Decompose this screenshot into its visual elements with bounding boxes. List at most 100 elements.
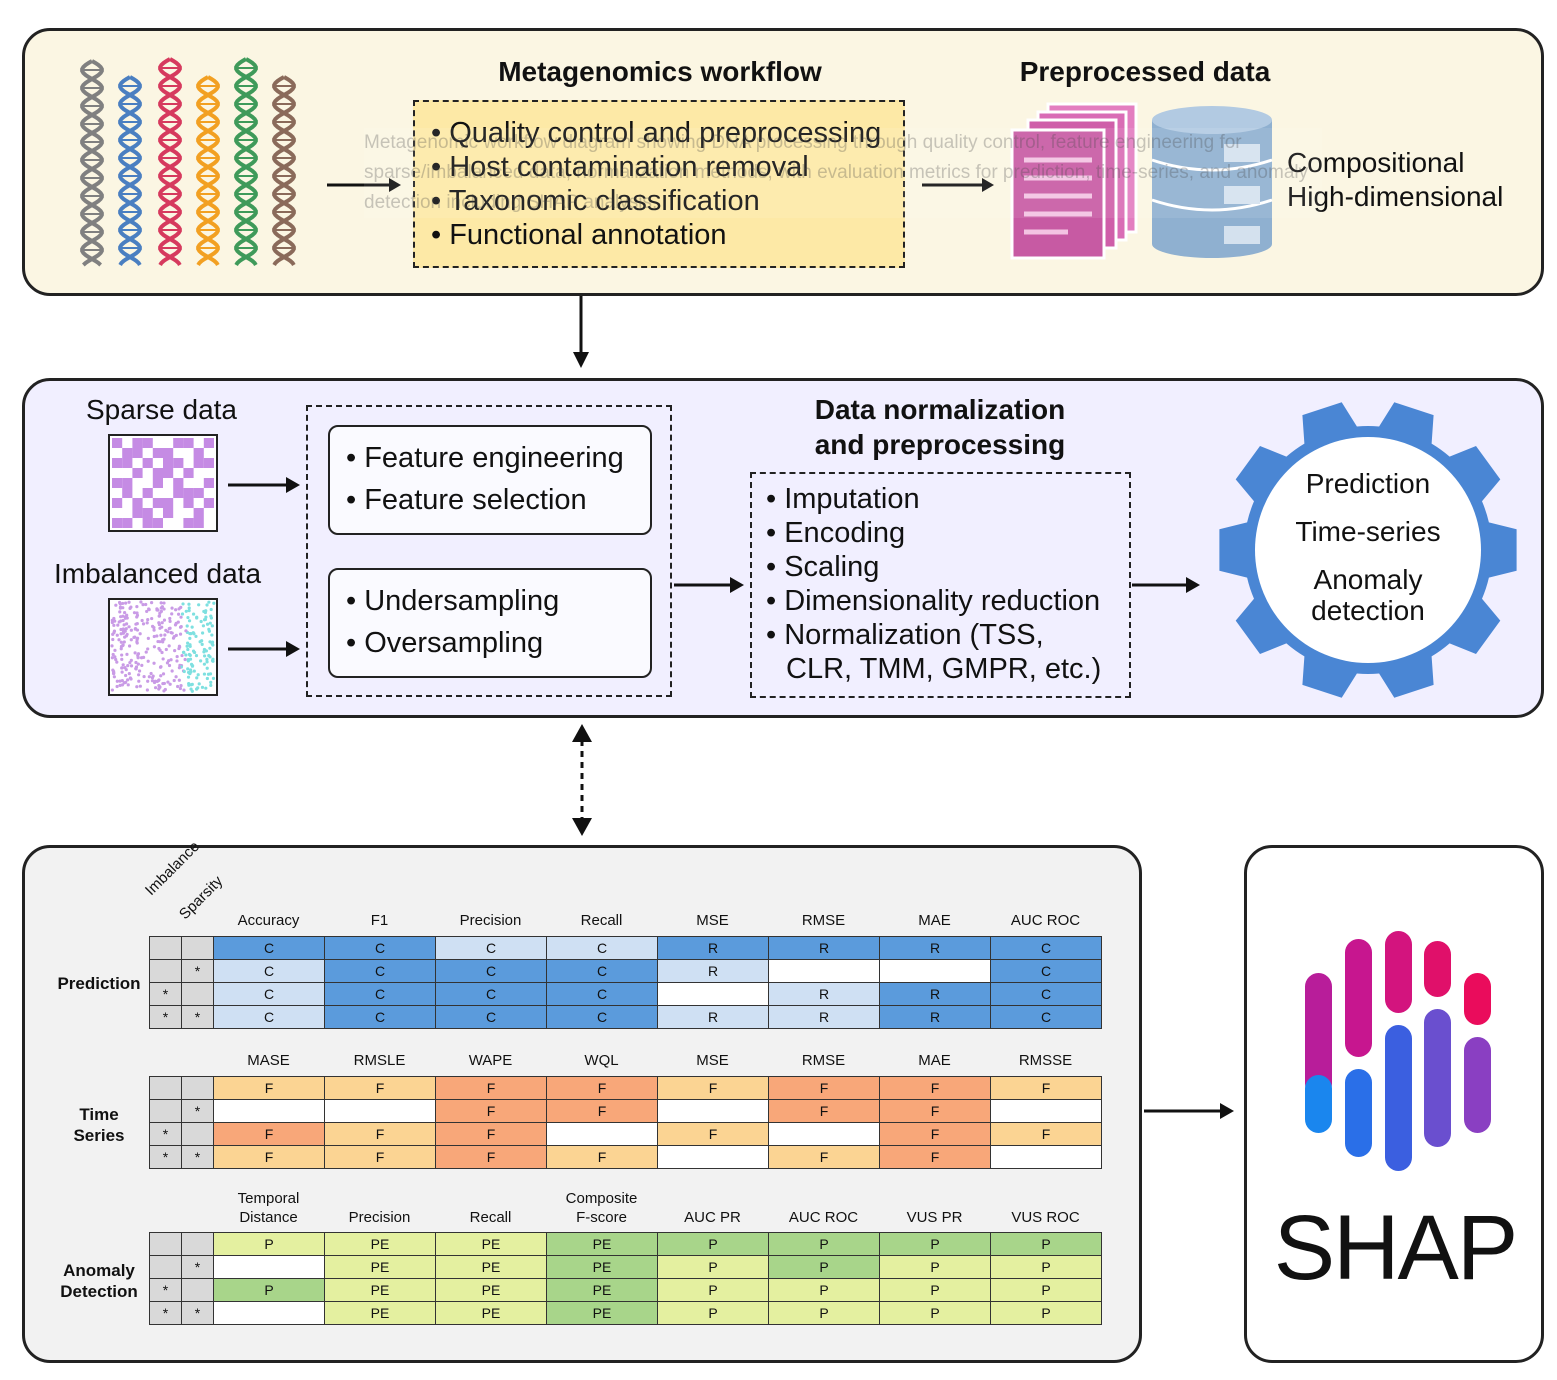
scatter-point <box>140 663 144 668</box>
dna-strand-icon <box>272 75 296 267</box>
metric-cell <box>657 1099 769 1123</box>
sparse-cell <box>122 488 133 498</box>
scatter-point <box>152 634 156 639</box>
scatter-point <box>153 679 158 683</box>
workflow-step: Host contamination removal <box>431 150 903 184</box>
scatter-point <box>180 612 185 616</box>
scatter-point <box>160 650 164 655</box>
anomaly-column-header: VUS ROC <box>1011 1209 1080 1226</box>
metric-cell <box>768 959 880 983</box>
imbalance-flag-cell: * <box>149 1005 182 1029</box>
scatter-point <box>202 672 207 676</box>
metric-cell: F <box>879 1099 991 1123</box>
sparsity-flag-cell: * <box>181 1145 214 1169</box>
scatter-point <box>191 612 196 616</box>
scatter-point <box>159 609 164 613</box>
metric-cell: P <box>657 1232 769 1256</box>
metric-cell: P <box>879 1301 991 1325</box>
scatter-point <box>209 614 213 618</box>
sparse-cell <box>112 478 123 488</box>
timeseries-column-header: RMSLE <box>353 1052 406 1069</box>
sparse-cell <box>163 458 174 468</box>
metric-cell: R <box>768 982 880 1006</box>
scatter-point <box>184 653 188 657</box>
scatter-point <box>168 619 172 623</box>
metric-cell <box>768 1122 880 1146</box>
scatter-point <box>170 606 174 610</box>
sparse-cell <box>183 468 194 478</box>
sparse-cell <box>112 518 123 528</box>
normalization-box: Imputation Encoding Scaling Dimensionali… <box>750 472 1131 698</box>
sparsity-flag-cell <box>181 1278 214 1302</box>
metric-cell: PE <box>324 1232 436 1256</box>
scatter-point <box>186 659 190 663</box>
sparse-cell <box>132 448 143 458</box>
dna-strand-icon <box>158 57 182 267</box>
scatter-point <box>195 676 199 680</box>
scatter-point <box>172 678 176 683</box>
metric-cell: R <box>657 936 769 960</box>
scatter-point <box>145 621 149 625</box>
metric-cell: PE <box>546 1278 658 1302</box>
metric-cell: P <box>768 1301 880 1325</box>
sparse-cell <box>122 478 133 488</box>
metric-cell: C <box>213 1005 325 1029</box>
metric-cell: R <box>879 1005 991 1029</box>
scatter-point <box>186 675 191 679</box>
scatter-point <box>129 605 133 609</box>
sparsity-flag-cell: * <box>181 959 214 983</box>
imbalanced-data-label: Imbalanced data <box>54 558 262 589</box>
metric-cell: F <box>213 1122 325 1146</box>
scatter-point <box>121 618 125 623</box>
sparse-cell <box>193 508 204 518</box>
scatter-point <box>159 606 163 610</box>
sparse-cell <box>142 458 153 468</box>
scatter-point <box>121 631 126 635</box>
anomaly-column-header: Recall <box>469 1209 512 1226</box>
scatter-point <box>204 686 208 690</box>
scatter-point <box>150 679 155 683</box>
scatter-point <box>155 634 159 638</box>
scatter-point <box>205 660 209 664</box>
scatter-point <box>194 687 199 691</box>
scatter-point <box>188 643 192 647</box>
sparse-cell <box>163 468 174 478</box>
scatter-point <box>187 606 191 610</box>
scatter-point <box>134 660 138 665</box>
sparse-cell <box>203 438 214 448</box>
scatter-point <box>152 628 156 632</box>
metric-cell: F <box>990 1076 1102 1100</box>
scatter-point <box>209 680 213 685</box>
scatter-point <box>201 631 205 635</box>
metric-cell: P <box>879 1232 991 1256</box>
scatter-point <box>157 621 161 625</box>
scatter-point <box>159 665 163 669</box>
imbalance-flag-cell: * <box>149 1278 182 1302</box>
metric-cell: F <box>879 1145 991 1169</box>
dna-strand-icon <box>118 75 142 267</box>
scatter-point <box>176 684 180 689</box>
normalization-title-line: Data normalization <box>814 394 1066 425</box>
metric-cell <box>879 959 991 983</box>
scatter-point <box>162 618 167 622</box>
metric-cell: C <box>546 1005 658 1029</box>
scatter-point <box>129 658 133 662</box>
data-property: Compositional <box>1287 147 1465 178</box>
sparse-cell <box>173 458 184 468</box>
scatter-point <box>199 659 203 663</box>
scatter-point <box>187 681 191 686</box>
scatter-point <box>127 672 131 676</box>
sparse-cell <box>132 508 143 518</box>
scatter-point <box>205 603 209 607</box>
scatter-point <box>186 641 190 645</box>
metric-cell: F <box>324 1122 436 1146</box>
scatter-point <box>135 604 139 609</box>
prediction-column-header: Recall <box>580 912 623 929</box>
